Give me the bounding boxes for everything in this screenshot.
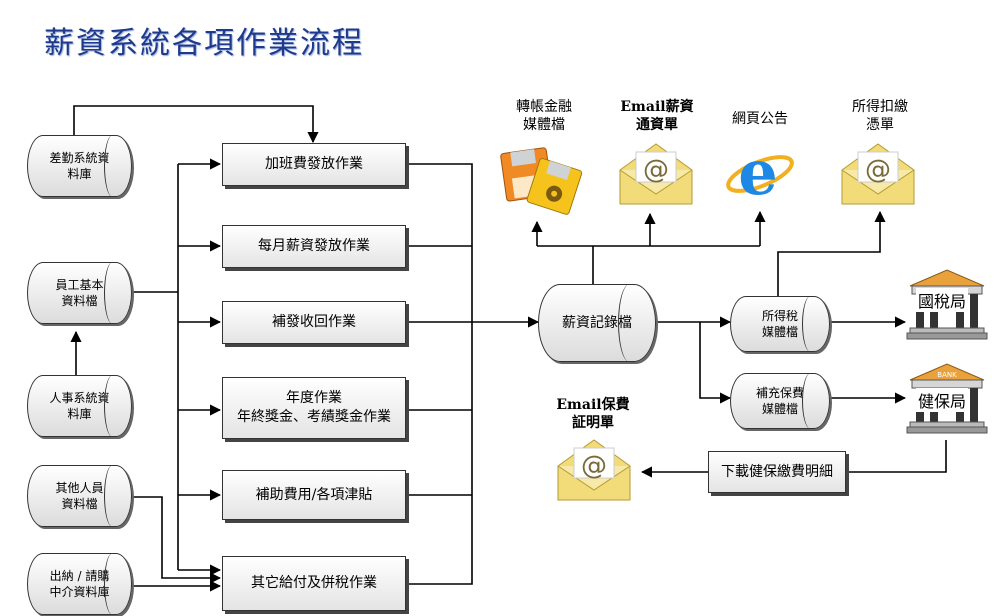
svg-text:e: e — [738, 136, 777, 209]
overtime-pay-process: 加班費發放作業 — [222, 143, 406, 186]
email-insurance-label: Email保費 証明單 — [556, 397, 630, 431]
reissue-recovery-process: 補發收回作業 — [222, 301, 406, 344]
svg-text:@: @ — [581, 451, 607, 481]
page-title: 薪資系統各項作業流程 — [44, 26, 364, 61]
bank-sign-text: BANK — [937, 371, 957, 379]
bank-media-label: 轉帳金融 媒體檔 — [516, 99, 572, 133]
salary-record-file: 薪資記錄檔 — [538, 284, 656, 362]
tax-bureau-label: 國稅局 — [916, 288, 969, 312]
other-staff-database: 其他人員 資料檔 — [27, 465, 132, 527]
email-salary-label: Email薪資 通資單 — [620, 99, 694, 133]
hr-database: 人事系統資 料庫 — [27, 375, 132, 437]
email-envelope-icon: @ — [619, 143, 693, 205]
nhi-bureau-label: 健保局 — [916, 388, 969, 412]
employee-database: 員工基本 資料檔 — [27, 262, 132, 324]
tax-media-file: 所得稅 媒體檔 — [730, 296, 830, 352]
monthly-salary-process: 每月薪資發放作業 — [222, 225, 406, 268]
cashier-database: 出納 / 請購 中介資料庫 — [27, 553, 132, 615]
download-insurance-detail-box: 下載健保繳費明細 — [708, 451, 846, 493]
svg-text:@: @ — [643, 155, 669, 185]
insurance-media-file: 補充保費 媒體檔 — [730, 373, 830, 429]
annual-bonus-process: 年度作業 年終獎金、考績獎金作業 — [222, 377, 406, 439]
web-notice-label: 網頁公告 — [732, 111, 788, 127]
svg-text:@: @ — [865, 155, 891, 185]
tax-voucher-label: 所得扣繳 憑單 — [852, 99, 908, 133]
internet-explorer-icon: e — [726, 136, 794, 209]
email-envelope-icon: @ — [557, 439, 631, 501]
subsidy-allowance-process: 補助費用/各項津貼 — [222, 470, 406, 520]
attendance-database: 差勤系統資 料庫 — [27, 135, 132, 197]
other-payment-process: 其它給付及併稅作業 — [222, 556, 406, 611]
floppy-disk-icon — [500, 147, 583, 215]
email-envelope-icon: @ — [841, 143, 915, 205]
